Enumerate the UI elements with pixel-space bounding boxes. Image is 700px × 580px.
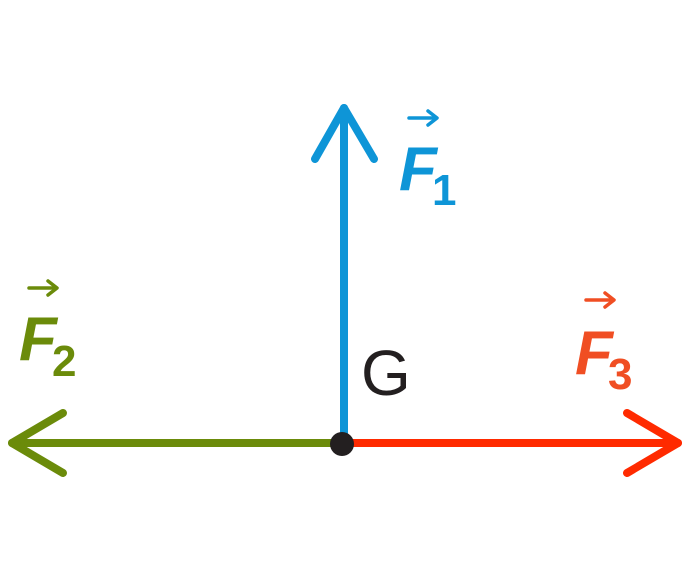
f2-letter: F (19, 305, 59, 374)
force-vector-f1 (311, 104, 378, 447)
f1-arrowhead (311, 104, 378, 163)
f1-label: F 1 (399, 109, 456, 215)
f3-subscript: 3 (608, 350, 632, 399)
force-vector-f3 (338, 409, 682, 477)
f2-arrowhead (8, 409, 67, 477)
f1-subscript: 1 (432, 166, 456, 215)
point-g-dot (330, 432, 354, 456)
f1-letter: F (399, 135, 439, 204)
f2-label: F 2 (19, 279, 76, 386)
point-g-label: G (361, 337, 411, 409)
f3-label: F 3 (575, 291, 632, 399)
f3-vector-arrow-icon (603, 291, 616, 309)
f2-subscript: 2 (52, 337, 76, 386)
f3-letter: F (575, 319, 615, 388)
f1-vector-arrow-icon (426, 109, 439, 127)
f3-arrowhead (623, 409, 682, 477)
f2-vector-arrow-icon (46, 279, 59, 297)
force-vector-f2 (8, 409, 346, 477)
